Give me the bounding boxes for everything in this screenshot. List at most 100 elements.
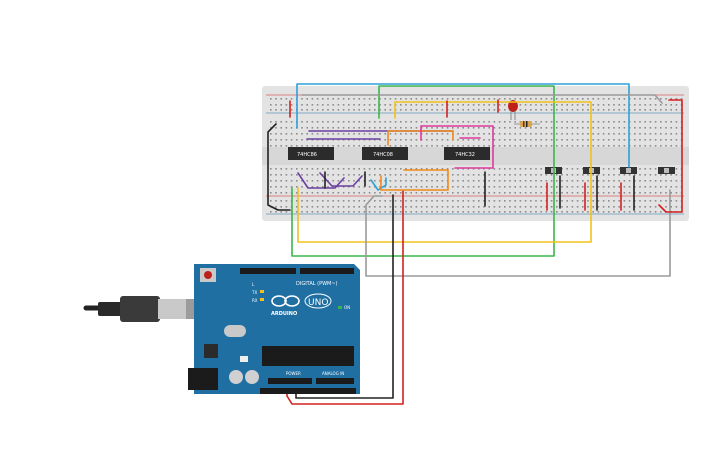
- breadboard-hole: [478, 104, 480, 106]
- breadboard-hole: [665, 98, 667, 100]
- breadboard-hole: [514, 174, 516, 176]
- breadboard-hole: [280, 104, 282, 106]
- breadboard-hole: [311, 174, 314, 176]
- breadboard-hole: [280, 98, 282, 100]
- wire-gray-2[interactable]: [301, 94, 663, 104]
- arduino-uno[interactable]: DIGITAL (PWM~) TX RX L ARDUINO UNO ON PO…: [188, 264, 360, 394]
- breadboard-hole: [332, 168, 334, 170]
- breadboard-hole: [410, 211, 412, 213]
- breadboard-hole: [415, 211, 418, 213]
- breadboard-hole: [446, 145, 449, 147]
- breadboard-hole: [316, 180, 319, 182]
- breadboard-hole: [353, 98, 355, 100]
- wire-blue[interactable]: [296, 83, 630, 168]
- breadboard-hole: [431, 104, 433, 106]
- breadboard-hole: [514, 139, 516, 141]
- breadboard-hole: [519, 98, 522, 100]
- breadboard-hole: [420, 98, 423, 100]
- wire-black-left[interactable]: [267, 123, 291, 211]
- breadboard-hole: [441, 168, 444, 170]
- breadboard-hole: [285, 200, 288, 202]
- breadboard-hole: [478, 133, 480, 135]
- breadboard-hole: [379, 168, 381, 170]
- breadboard-hole: [353, 127, 355, 129]
- breadboard-hole: [353, 180, 355, 182]
- breadboard-hole: [311, 206, 314, 208]
- resistor[interactable]: [514, 121, 540, 127]
- wire-blue-2[interactable]: [370, 177, 387, 191]
- breadboard-hole: [675, 168, 678, 170]
- chip-74hc08[interactable]: 74HC08: [362, 147, 408, 160]
- breadboard-hole: [675, 127, 678, 129]
- breadboard-hole: [420, 109, 423, 111]
- digital-header-1: [240, 268, 296, 274]
- breadboard-hole: [358, 168, 360, 170]
- breadboard-hole: [608, 145, 610, 147]
- breadboard-hole: [639, 139, 641, 141]
- chip-74hc86[interactable]: 74HC86: [288, 147, 334, 160]
- breadboard-hole: [400, 98, 402, 100]
- breadboard-hole: [389, 133, 392, 135]
- breadboard-hole: [332, 206, 334, 208]
- red-led[interactable]: [508, 100, 518, 120]
- breadboard-hole: [301, 104, 303, 106]
- breadboard-hole: [493, 192, 496, 194]
- breadboard-hole: [275, 139, 277, 141]
- breadboard-hole: [327, 192, 329, 194]
- breadboard-hole: [280, 206, 282, 208]
- wire-purple-bottom-2[interactable]: [319, 172, 363, 187]
- wire-purple-bottom[interactable]: [297, 172, 345, 189]
- wire-yellow[interactable]: [297, 101, 592, 243]
- wire-orange-2[interactable]: [380, 169, 449, 191]
- breadboard-hole: [634, 109, 636, 111]
- breadboard-hole: [436, 186, 438, 188]
- breadboard-hole: [592, 192, 594, 194]
- breadboard-hole: [301, 109, 303, 111]
- breadboard-hole: [374, 180, 376, 182]
- breadboard-hole: [363, 133, 366, 135]
- breadboard-hole: [322, 174, 324, 176]
- breadboard-hole: [644, 121, 646, 123]
- breadboard-hole: [306, 206, 308, 208]
- breadboard-hole: [530, 98, 532, 100]
- breadboard-hole: [493, 139, 496, 141]
- wire-gray[interactable]: [365, 189, 671, 277]
- breadboard-hole: [504, 145, 506, 147]
- breadboard-hole: [311, 200, 314, 202]
- breadboard-hole: [644, 192, 646, 194]
- switch-4[interactable]: [658, 167, 675, 174]
- breadboard-hole: [379, 211, 381, 213]
- wire-green[interactable]: [291, 85, 555, 257]
- wire-pink[interactable]: [420, 125, 494, 169]
- breadboard-hole: [530, 186, 532, 188]
- breadboard-hole: [436, 139, 438, 141]
- switch-3[interactable]: [620, 167, 637, 174]
- breadboard-hole: [618, 133, 620, 135]
- breadboard-hole: [654, 174, 657, 176]
- breadboard-hole: [654, 98, 657, 100]
- breadboard-hole: [660, 127, 662, 129]
- breadboard-hole: [556, 174, 558, 176]
- breadboard-hole: [592, 186, 594, 188]
- breadboard-hole: [410, 121, 412, 123]
- breadboard-hole: [524, 211, 527, 213]
- breadboard-hole: [436, 174, 438, 176]
- breadboard-hole: [587, 133, 589, 135]
- breadboard-hole: [587, 174, 589, 176]
- breadboard-hole: [405, 127, 407, 129]
- breadboard-hole: [582, 109, 584, 111]
- breadboard-hole: [524, 192, 527, 194]
- breadboard-hole: [592, 121, 594, 123]
- breadboard-hole: [613, 168, 615, 170]
- breadboard-hole: [374, 211, 376, 213]
- chip-74hc32[interactable]: 74HC32: [444, 147, 490, 160]
- breadboard-hole: [582, 133, 584, 135]
- breadboard-hole: [597, 206, 600, 208]
- breadboard-hole: [654, 206, 657, 208]
- breadboard-hole: [535, 200, 537, 202]
- wire-red-right[interactable]: [658, 99, 683, 213]
- breadboard-hole: [665, 186, 667, 188]
- breadboard-hole: [472, 200, 475, 202]
- breadboard-hole: [306, 127, 308, 129]
